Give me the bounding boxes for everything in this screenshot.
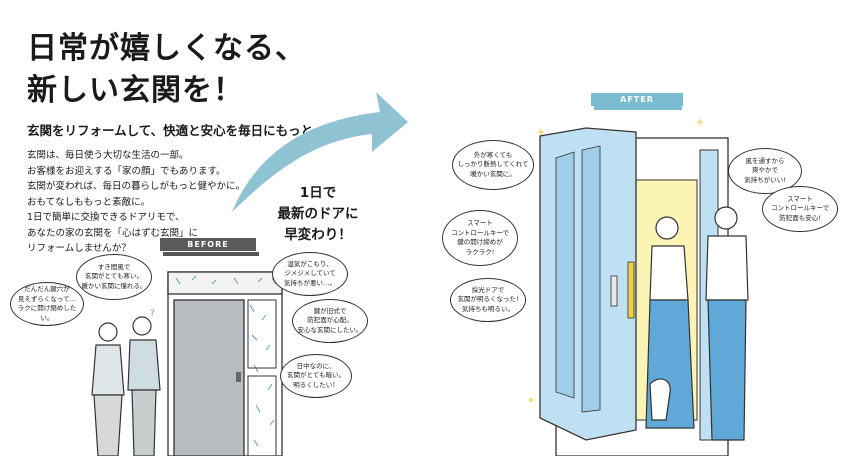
body-line: お客様をお迎えする「家の顔」でもあります。: [27, 165, 226, 177]
before-bubble-lock: 鍵が旧式で 防犯面が心配。 安心な玄関にしたい。: [292, 299, 368, 343]
after-bubble-bright: 採光ドアで 玄関が明るくなった! 気持ちも明るい。: [450, 278, 526, 322]
body-line: 玄関は、毎日使う大切な生活の一部。: [27, 150, 189, 161]
callout-line-3: 早変わり！: [284, 227, 352, 243]
svg-text:?: ?: [150, 309, 155, 319]
after-label: AFTER: [591, 93, 683, 106]
after-bubble-warm: 外が寒くても しっかり断熱してくれて 暖かい玄関に。: [452, 140, 534, 190]
after-bubble-smart-key: スマート コントロールキーで 鍵の開け締めが ラクラク!: [442, 210, 518, 266]
callout-line-2: 最新のドアに: [277, 206, 359, 222]
headline: 日常が嬉しくなる、 新しい玄関を！: [27, 28, 306, 112]
callout-line-1: 1日で: [299, 185, 337, 201]
body-line: おもてなしももっと素敵に。: [27, 196, 151, 208]
headline-line-1: 日常が嬉しくなる、: [27, 31, 306, 66]
headline-line-2: 新しい玄関を！: [27, 73, 244, 108]
subheadline: 玄関をリフォームして、快適と安心を毎日にもっと。: [27, 123, 326, 138]
before-label: BEFORE: [160, 238, 256, 251]
body-line: 1日で簡単に交換できるドアリモで、: [27, 212, 185, 223]
after-bubble-security: スマート コントロールキーで 防犯面も安心!: [762, 186, 838, 232]
body-line: あなたの家の玄関を「心はずむ玄関」に: [27, 227, 199, 239]
before-bubble-dark: 日中なのに、 玄関がとても暗い。 明るくしたい！: [280, 354, 352, 398]
before-bubble-humidity: 湿気がこもり、 ジメジメしていて 気持ちが悪い…。: [272, 252, 348, 296]
body-line: 玄関が変われば、毎日の暮らしがもっと健やかに。: [27, 181, 246, 192]
body-text: 玄関は、毎日使う大切な生活の一部。 お客様をお迎えする「家の顔」でもあります。 …: [27, 148, 287, 257]
body-line: リフォームしませんか？: [27, 243, 131, 254]
before-bubble-keyhole: だんだん鍵穴が 見えずらくなって… ラクに開け閉めしたい。: [10, 282, 84, 326]
callout-text: 1日で 最新のドアに 早変わり！: [268, 183, 368, 246]
before-bubble-draft: すき間風で 玄関がとても寒い。 暖かい玄関に憧れる。: [76, 254, 152, 300]
